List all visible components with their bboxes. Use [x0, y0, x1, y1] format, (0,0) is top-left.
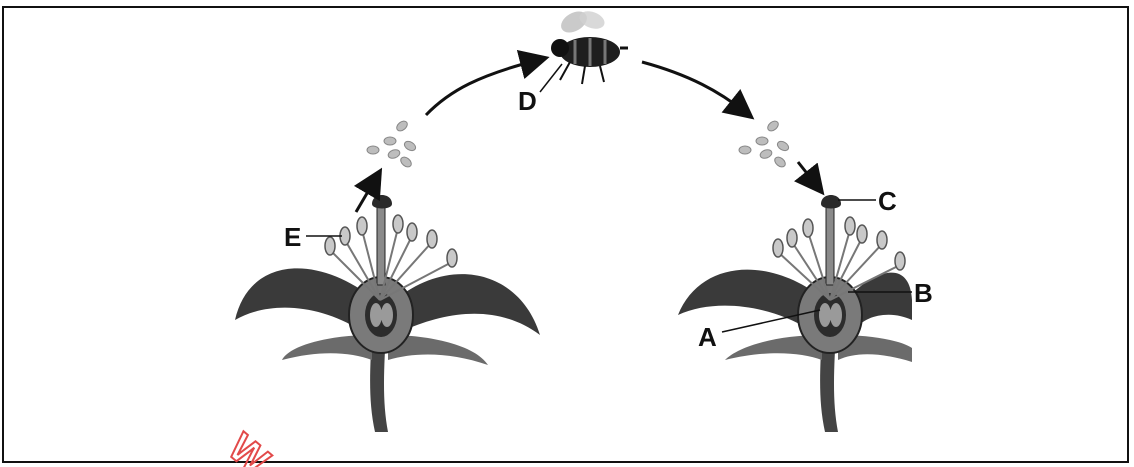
- left-flower-style: [377, 205, 385, 285]
- right-flower: [678, 162, 912, 432]
- right-flower-stigma: [821, 195, 841, 209]
- left-flower-pollen-arrow: [356, 178, 376, 212]
- pollen-cluster-right: [739, 119, 790, 169]
- left-flower: [235, 178, 540, 432]
- label-c: C: [878, 188, 897, 214]
- label-a: A: [698, 324, 717, 350]
- arrow-from-bee: [642, 62, 745, 112]
- left-flower-stigma: [372, 195, 392, 209]
- label-b: B: [914, 280, 933, 306]
- label-e: E: [284, 224, 301, 250]
- watermark: W: [220, 425, 277, 467]
- pollen-cluster-left: [367, 119, 417, 169]
- leader-line-d: [540, 64, 562, 92]
- left-flower-petal-right: [395, 274, 540, 335]
- right-flower-style: [826, 205, 834, 285]
- bee-icon: [551, 7, 628, 84]
- right-flower-pollen-arrow: [798, 162, 817, 186]
- label-d: D: [518, 88, 537, 114]
